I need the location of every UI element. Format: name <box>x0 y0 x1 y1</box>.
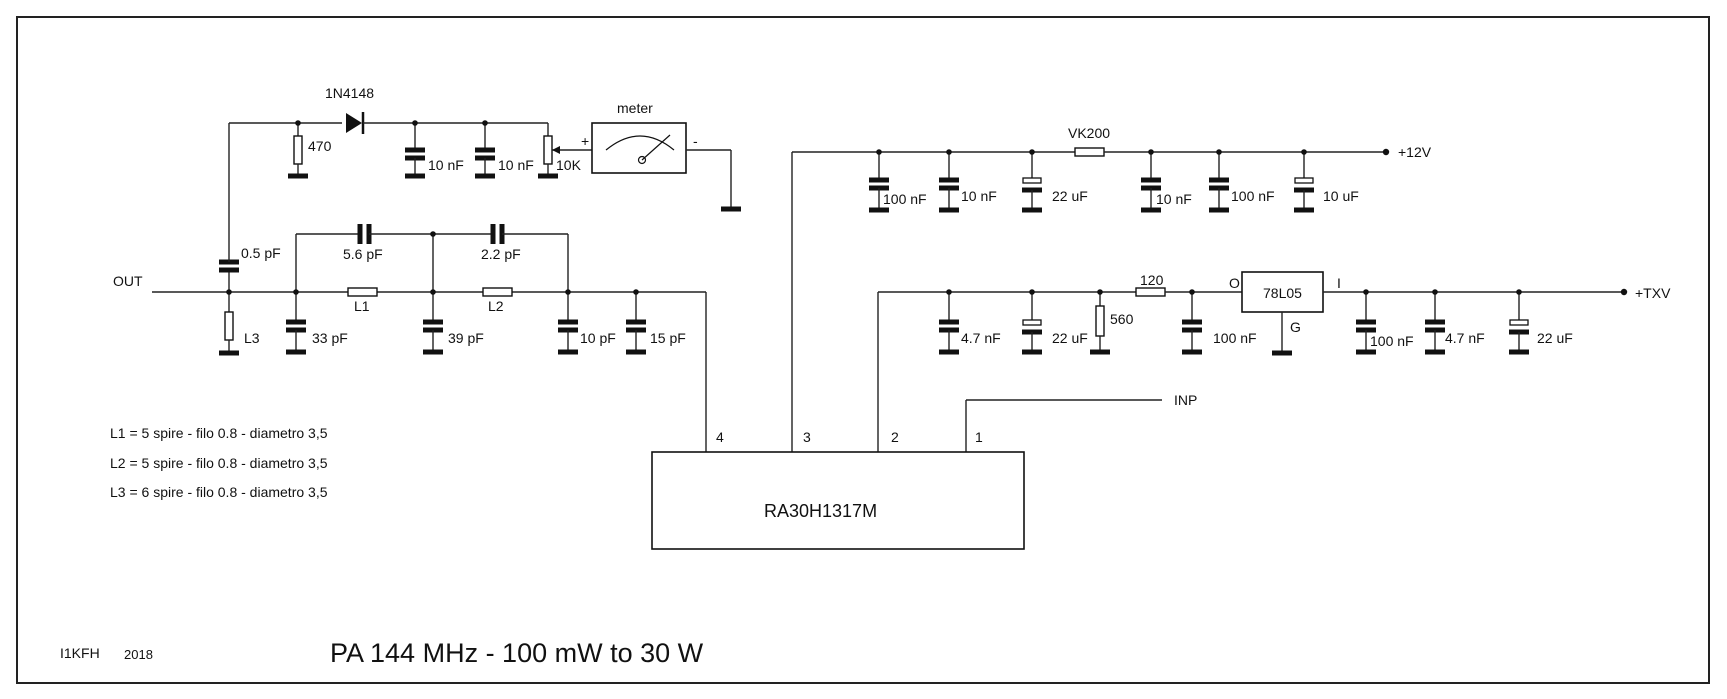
module-pin-1: 1 <box>975 429 983 445</box>
ctx-1-label: 4.7 nF <box>961 330 1001 346</box>
net-label-out: OUT <box>113 273 143 289</box>
module-pin-4: 4 <box>716 429 724 445</box>
reg-pin-g-label: G <box>1290 319 1301 335</box>
cap12-6-label: 10 uF <box>1323 188 1359 204</box>
resistor-120-label: 120 <box>1140 272 1164 288</box>
inductor-l3 <box>224 311 234 341</box>
note-l2: L2 = 5 spire - filo 0.8 - diametro 3,5 <box>110 455 328 471</box>
reg-name-label: 78L05 <box>1263 285 1302 301</box>
meter-minus-label: - <box>693 133 698 149</box>
output-network <box>152 123 707 452</box>
diode-1n4148 <box>346 113 362 133</box>
meter-plus-label: + <box>581 133 589 149</box>
supply-txv <box>877 271 1628 452</box>
resistor-560 <box>1095 305 1105 337</box>
resistor-470-label: 470 <box>308 138 332 154</box>
power-detector <box>229 112 741 212</box>
inductor-l1 <box>347 287 378 297</box>
cap-det1-label: 10 nF <box>428 157 464 173</box>
module-pin-2: 2 <box>891 429 899 445</box>
cap-56-label: 5.6 pF <box>343 246 383 262</box>
sheet-border <box>16 16 1710 684</box>
vk200-label: VK200 <box>1068 125 1110 141</box>
cap-22-label: 2.2 pF <box>481 246 521 262</box>
ctx-4-label: 100 nF <box>1370 333 1414 349</box>
net-label-inp: INP <box>1174 392 1197 408</box>
ctx-6-label: 22 uF <box>1537 330 1573 346</box>
author-label: I1KFH <box>60 645 100 661</box>
cap12-5-label: 100 nF <box>1231 188 1275 204</box>
cap-39-label: 39 pF <box>448 330 484 346</box>
resistor-120 <box>1135 287 1166 297</box>
resistor-470 <box>293 135 303 165</box>
reg-pin-i-label: I <box>1337 275 1341 291</box>
resistor-560-label: 560 <box>1110 311 1134 327</box>
cap-10-label: 10 pF <box>580 330 616 346</box>
reg-pin-o-label: O <box>1229 275 1240 291</box>
cap-05-label: 0.5 pF <box>241 245 281 261</box>
potentiometer-10k <box>543 135 553 165</box>
cap-15-label: 15 pF <box>650 330 686 346</box>
note-l1: L1 = 5 spire - filo 0.8 - diametro 3,5 <box>110 425 328 441</box>
l1-label: L1 <box>354 298 370 314</box>
cap-33-label: 33 pF <box>312 330 348 346</box>
cap12-3-label: 22 uF <box>1052 188 1088 204</box>
l3-label: L3 <box>244 330 260 346</box>
cap12-1-label: 100 nF <box>883 191 927 207</box>
choke-vk200 <box>1074 147 1105 157</box>
net-label-12v: +12V <box>1398 144 1432 160</box>
l2-label: L2 <box>488 298 504 314</box>
meter-label: meter <box>617 100 653 116</box>
schematic-title: PA 144 MHz - 100 mW to 30 W <box>330 638 704 668</box>
pa-module-box <box>651 451 1025 550</box>
module-pin-3: 3 <box>803 429 811 445</box>
diode-label: 1N4148 <box>325 85 374 101</box>
supply-12v <box>791 147 1390 452</box>
inductor-l2 <box>482 287 513 297</box>
year-label: 2018 <box>124 647 153 662</box>
cap-det2-label: 10 nF <box>498 157 534 173</box>
pot-label: 10K <box>556 157 582 173</box>
ctx-3-label: 100 nF <box>1213 330 1257 346</box>
ctx-2-label: 22 uF <box>1052 330 1088 346</box>
cap12-4-label: 10 nF <box>1156 191 1192 207</box>
ctx-5-label: 4.7 nF <box>1445 330 1485 346</box>
module-name: RA30H1317M <box>764 501 877 521</box>
cap12-2-label: 10 nF <box>961 188 997 204</box>
note-l3: L3 = 6 spire - filo 0.8 - diametro 3,5 <box>110 484 328 500</box>
net-label-txv: +TXV <box>1635 285 1671 301</box>
